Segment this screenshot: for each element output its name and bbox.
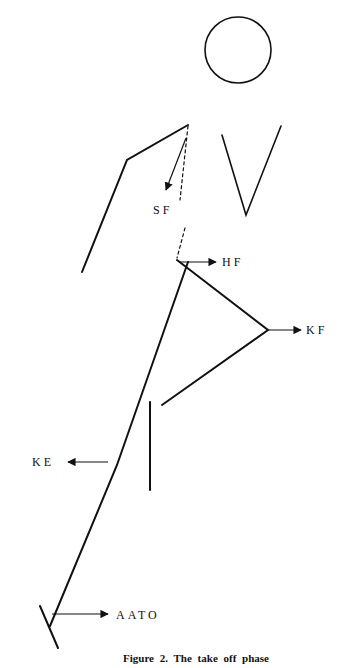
trunk-line [177,228,185,258]
figure-caption: Figure 2. The take off phase [123,652,269,665]
angle-label: HF [222,255,243,269]
force-arrow [166,138,186,190]
front-arm [82,125,188,272]
force-arrow [52,613,108,614]
swing-foot [149,402,151,490]
head [205,17,271,83]
force-arrow [268,329,301,330]
angle-label: SF [153,203,172,217]
rear-arm [222,126,281,215]
trunk-line [180,126,188,200]
force-arrow [180,261,216,262]
stance-foot [40,606,58,648]
swing-leg [162,260,268,405]
angle-label: KE [32,455,54,469]
angle-label: KF [306,323,327,337]
stance-leg [50,262,188,626]
force-arrow [68,461,108,462]
angle-label: AATO [116,608,160,622]
